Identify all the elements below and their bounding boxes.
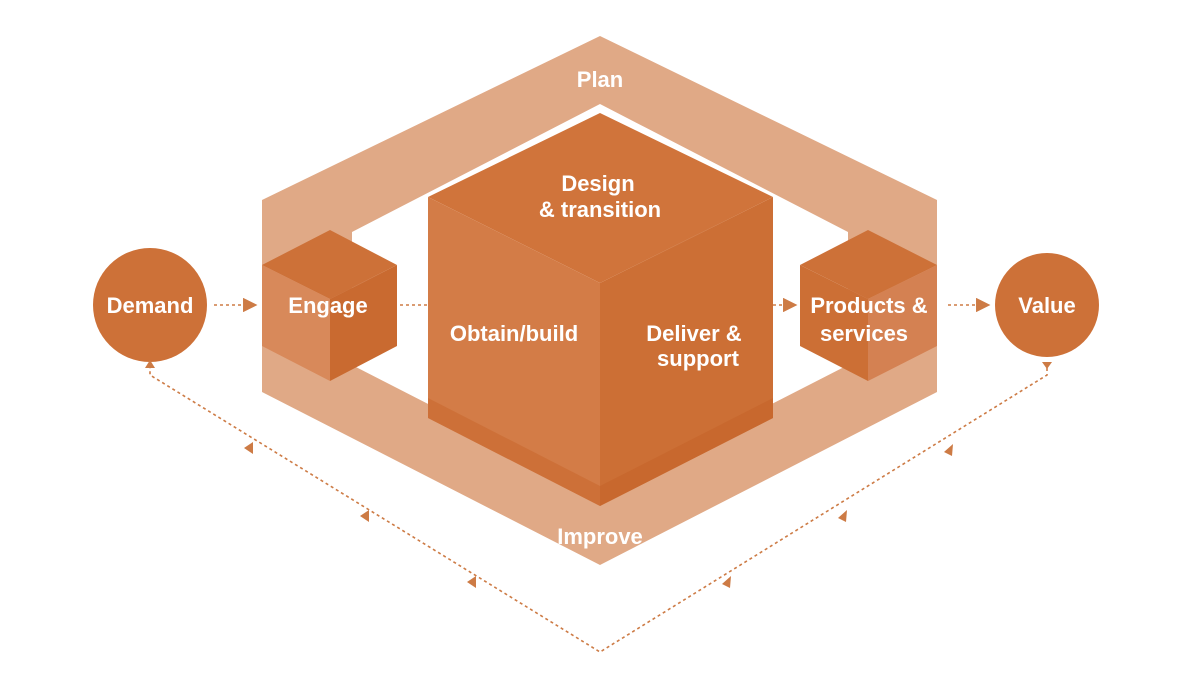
design-label-line1: Design	[561, 171, 634, 196]
products-label-line1: Products &	[810, 293, 927, 318]
demand-label: Demand	[107, 293, 194, 318]
products-label-line2: services	[820, 321, 908, 346]
design-label-line2: & transition	[539, 197, 661, 222]
deliver-label-line1: Deliver &	[646, 321, 741, 346]
value-circle[interactable]	[995, 253, 1099, 357]
feedback-loop	[149, 362, 1048, 653]
plan-label: Plan	[577, 67, 623, 92]
improve-label: Improve	[557, 524, 643, 549]
cube-bottom-shade	[428, 398, 600, 506]
deliver-label-line2: support	[657, 346, 740, 371]
feedback-loop-markers	[145, 360, 1052, 588]
obtain-build-label: Obtain/build	[450, 321, 578, 346]
demand-circle[interactable]	[93, 248, 207, 362]
flow-arrows	[149, 297, 1048, 653]
value-label: Value	[1018, 293, 1075, 318]
products-cube[interactable]	[800, 230, 937, 381]
engage-cube[interactable]	[262, 230, 397, 381]
plan-improve-frame	[262, 36, 937, 565]
engage-label: Engage	[288, 293, 367, 318]
central-cube	[428, 113, 773, 506]
cube-top-face	[428, 113, 773, 283]
